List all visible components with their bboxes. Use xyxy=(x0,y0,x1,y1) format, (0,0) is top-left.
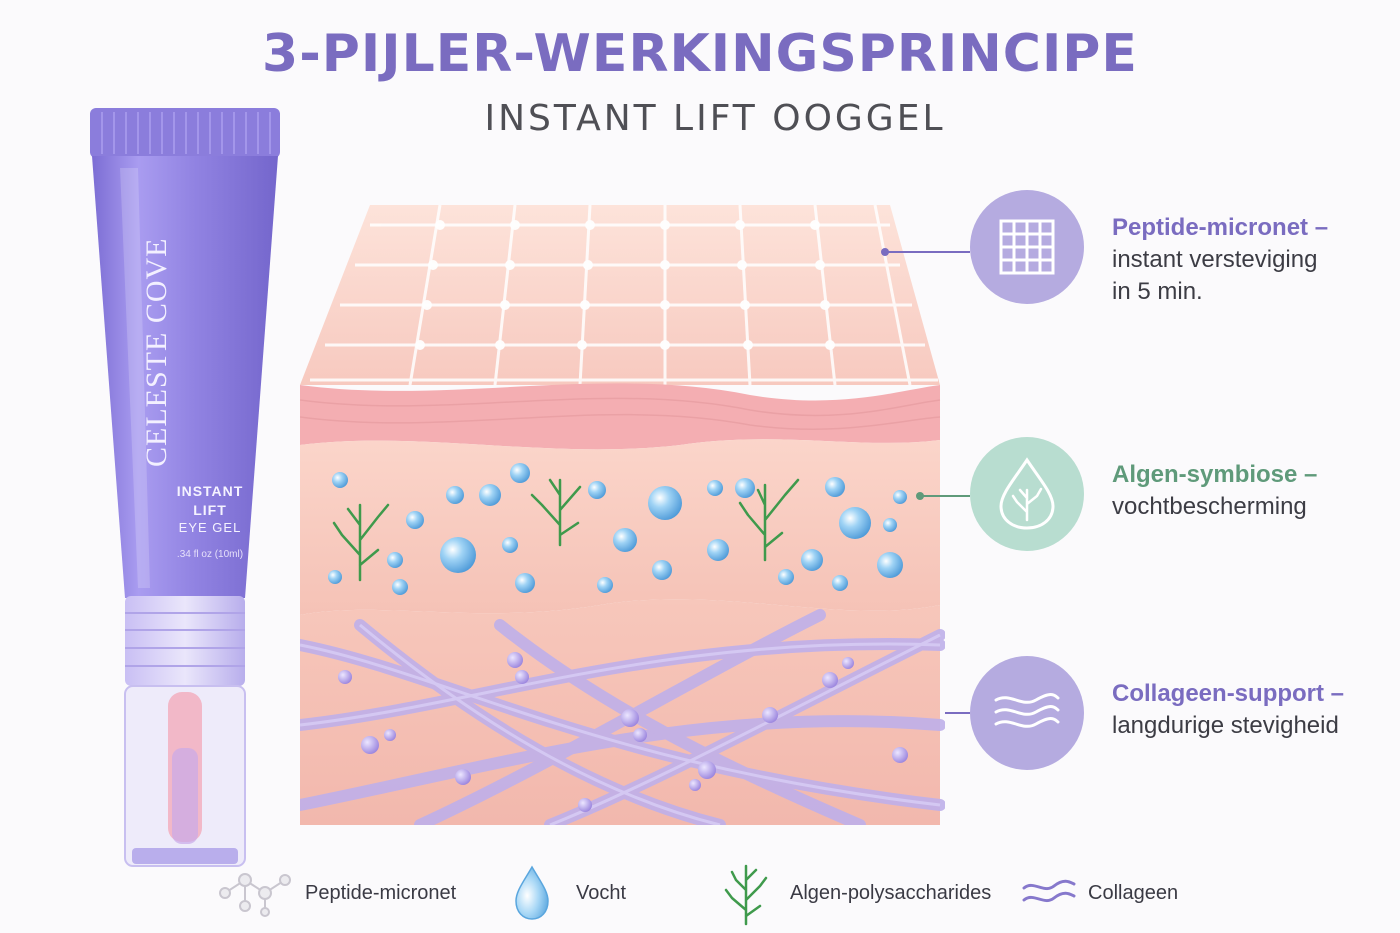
product-line-3: EYE GEL xyxy=(178,520,242,535)
pillar-collageen: Collageen-support – langdurige stevighei… xyxy=(970,656,1390,786)
water-drop-icon xyxy=(515,865,549,920)
pillar-title: Peptide-micronet – xyxy=(1112,214,1329,241)
product-line-1: INSTANT xyxy=(176,483,244,499)
legend-label: Collageen xyxy=(1088,881,1179,904)
pillar-desc: vochtbescherming xyxy=(1112,493,1307,520)
seaweed-icon xyxy=(724,864,768,926)
pillar-title: Collageen-support – xyxy=(1112,680,1345,707)
pillar-desc: langdurige stevigheid xyxy=(1112,712,1339,739)
collagen-waves-icon xyxy=(970,656,1084,770)
legend-label: Peptide-micronet xyxy=(305,881,457,904)
connector-lines xyxy=(881,248,970,714)
legend-label: Vocht xyxy=(576,881,627,904)
legend-peptide: Peptide-micronet xyxy=(215,858,456,928)
droplet-seaweed-icon xyxy=(970,437,1084,551)
collagen-beads xyxy=(338,652,908,812)
page-title: 3-PIJLER-WERKINGSPRINCIPE xyxy=(262,24,1138,84)
seaweed-sprigs xyxy=(332,478,800,582)
epidermis-top xyxy=(300,205,940,385)
pillar-title: Algen-symbiose – xyxy=(1112,461,1318,488)
legend-algen: Algen-polysaccharides xyxy=(720,858,991,928)
legend-label: Algen-polysaccharides xyxy=(790,881,992,904)
grid-icon xyxy=(970,190,1084,304)
legend-collageen: Collageen xyxy=(1022,858,1178,928)
molecule-icon xyxy=(219,873,291,917)
dermis-band xyxy=(300,383,940,450)
product-line-2: LIFT xyxy=(193,502,227,518)
pillar-desc: in 5 min. xyxy=(1112,278,1203,305)
page-subtitle: INSTANT LIFT OOGGEL xyxy=(484,98,946,139)
product-brand: CELESTE COVE xyxy=(140,237,173,467)
tube-illustration xyxy=(90,108,280,867)
waves-icon xyxy=(1022,879,1076,903)
water-droplets xyxy=(328,463,907,595)
pillar-algen: Algen-symbiose – vochtbescherming xyxy=(970,437,1390,567)
legend-vocht: Vocht xyxy=(512,858,626,928)
skin-cross-section xyxy=(300,205,945,825)
product-size: .34 fl oz (10ml) xyxy=(176,549,244,560)
pillar-peptide: Peptide-micronet – instant versteviging … xyxy=(970,190,1390,320)
pillar-desc: instant versteviging xyxy=(1112,246,1318,273)
